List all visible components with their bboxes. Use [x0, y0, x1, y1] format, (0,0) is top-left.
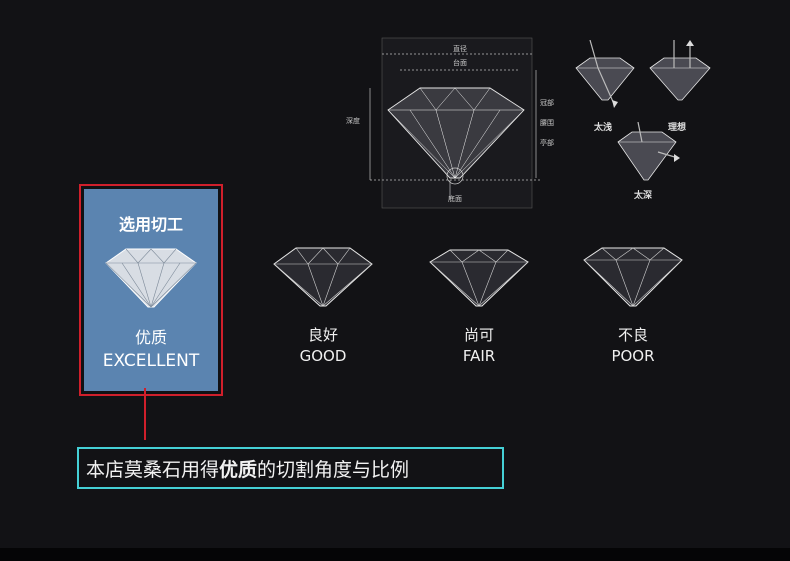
proportion-diagram-svg	[369, 37, 540, 209]
depth-label: 深度	[346, 117, 360, 125]
ideal-diamond-icon	[649, 40, 711, 101]
grade-fair-cn: 尚可	[463, 326, 494, 344]
shallow-diamond-icon	[575, 40, 635, 108]
grade-good: 良好 GOOD	[268, 240, 378, 365]
grade-poor-cn: 不良	[617, 326, 648, 344]
shallow-label: 太浅	[594, 123, 613, 133]
ideal-label: 理想	[668, 123, 687, 133]
fair-diamond-icon	[429, 249, 529, 307]
excellent-cut-card: 选用切工	[79, 184, 223, 396]
poor-diamond-icon	[583, 247, 683, 307]
crown-label: 冠部	[540, 99, 554, 107]
card-title: 选用切工	[118, 215, 183, 234]
light-example-ideal: 理想	[646, 40, 716, 133]
grade-fair-en: FAIR	[462, 347, 496, 365]
caption-box: 本店莫桑石用得优质的切割角度与比例	[77, 447, 504, 489]
light-example-shallow: 太浅	[572, 40, 638, 133]
grade-poor: 不良 POOR	[578, 240, 688, 365]
excellent-card-inner: 选用切工	[84, 189, 218, 391]
good-diamond-icon	[273, 247, 373, 307]
pavilion-label: 亭部	[540, 139, 554, 147]
excellent-grade-cn: 优质	[134, 328, 167, 347]
bottom-bar	[0, 548, 790, 561]
excellent-grade-en: EXCELLENT	[102, 351, 200, 371]
card-connector-line	[144, 388, 146, 440]
grade-good-en: GOOD	[299, 347, 347, 365]
grade-fair: 尚可 FAIR	[424, 240, 534, 365]
caption-highlight: 优质	[219, 458, 258, 481]
caption-suffix: 的切割角度与比例	[257, 458, 410, 481]
girdle-label: 腰围	[540, 119, 554, 127]
light-example-deep: 太深	[612, 122, 682, 201]
diamond-proportion-diagram: 直径 台面 深度 冠部 腰围 亭部 底面	[340, 30, 560, 215]
culet-label: 底面	[448, 195, 462, 203]
deep-label: 太深	[634, 191, 653, 201]
table-label: 台面	[453, 59, 467, 67]
grade-poor-en: POOR	[611, 347, 655, 365]
excellent-diamond-icon	[102, 241, 200, 311]
diameter-label: 直径	[453, 45, 467, 53]
caption-prefix: 本店莫桑石用得	[86, 458, 220, 481]
grade-good-cn: 良好	[307, 326, 338, 344]
deep-diamond-icon	[617, 122, 680, 181]
